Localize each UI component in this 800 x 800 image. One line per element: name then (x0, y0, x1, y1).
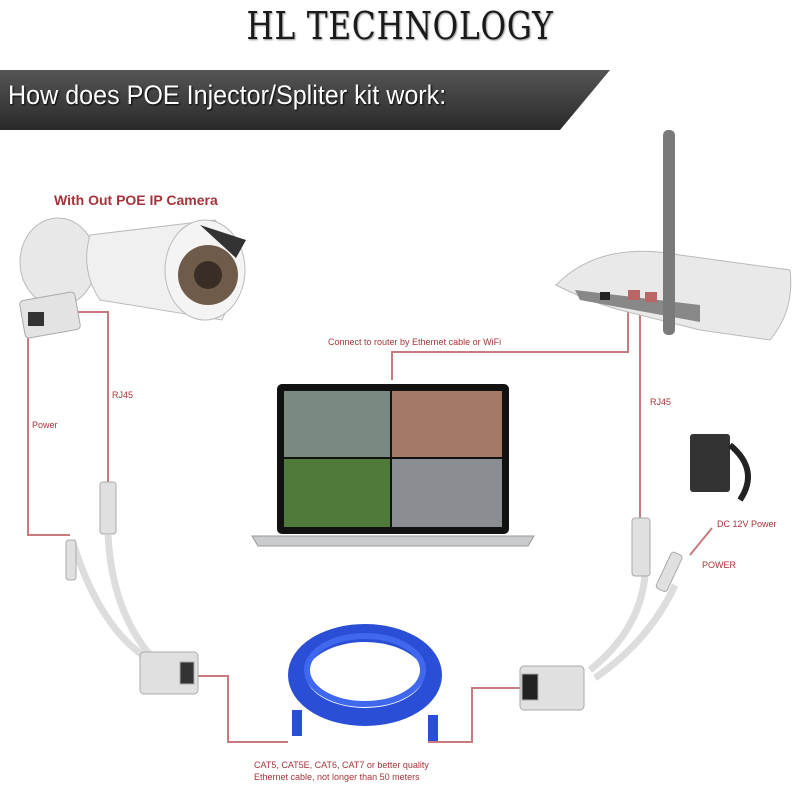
laptop (251, 384, 535, 547)
rj45-left-label: RJ45 (112, 390, 134, 400)
poe-splitter (65, 481, 199, 695)
rj45-right-label: RJ45 (650, 397, 672, 407)
cable-spec-line1: CAT5, CAT5E, CAT6, CAT7 or better qualit… (254, 760, 429, 770)
dc-power-adapter (690, 434, 751, 502)
power-right-label: POWER (702, 560, 737, 570)
power-left-label: Power (32, 420, 58, 430)
banner-background (0, 70, 610, 130)
ip-camera (19, 217, 246, 339)
banner-title: How does POE Injector/Spliter kit work: (8, 80, 447, 110)
ethernet-cable-coil (288, 624, 442, 741)
router-connect-label: Connect to router by Ethernet cable or W… (328, 337, 502, 347)
camera-label: With Out POE IP Camera (54, 192, 218, 208)
brand-title: HL TECHNOLOGY (246, 4, 554, 48)
wifi-router (555, 130, 792, 341)
connector-lines (27, 300, 713, 743)
dc-power-label: DC 12V Power (717, 519, 777, 529)
poe-injector (519, 517, 683, 711)
cable-spec-line2: Ethernet cable, not longer than 50 meter… (254, 772, 420, 782)
